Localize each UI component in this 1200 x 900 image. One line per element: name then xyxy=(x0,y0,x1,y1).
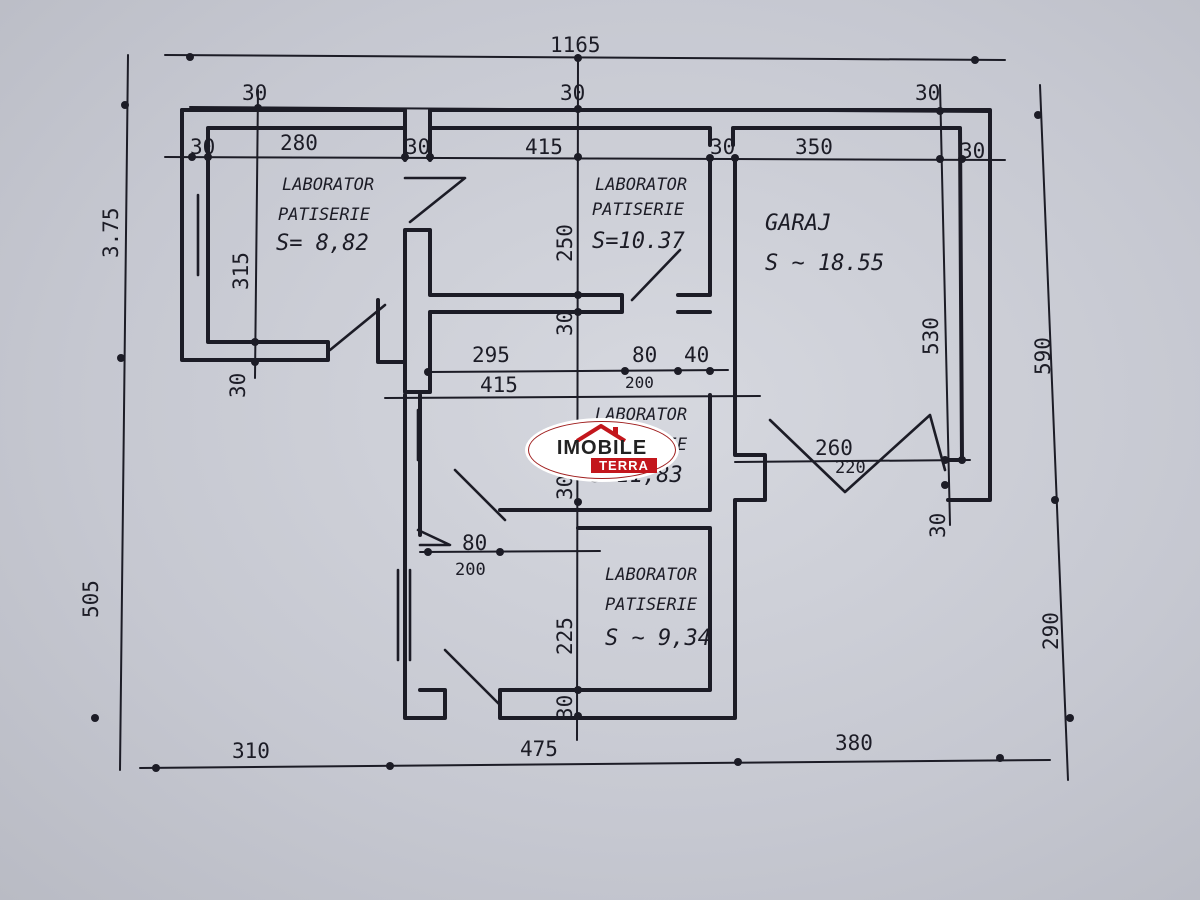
dim-bottom-mid: 475 xyxy=(520,737,558,761)
dim-small-80: 80 xyxy=(462,531,487,555)
room3-line1: LABORATOR xyxy=(595,405,687,425)
door-swings xyxy=(328,176,947,707)
house-roof-icon xyxy=(575,424,627,442)
dim-corridor-seg3: 40 xyxy=(684,343,709,367)
dim-corridor-total: 415 xyxy=(480,373,518,397)
dim-garage-wall-below: 30 xyxy=(926,513,950,538)
dimension-labels: 1165 3.75 505 590 290 310 475 380 30 30 … xyxy=(79,33,1063,763)
dim-lower-left-height: 505 xyxy=(79,580,103,618)
dim-overall-width: 1165 xyxy=(550,33,601,57)
dim-top-wall-left: 30 xyxy=(242,81,267,105)
dim-right-height: 590 xyxy=(1031,337,1055,375)
dim-wall-r1: 30 xyxy=(710,135,735,159)
room4-line2: PATISERIE xyxy=(605,595,698,615)
room2-line2: PATISERIE xyxy=(592,200,685,220)
dim-wall-r2: 30 xyxy=(960,139,985,163)
dim-corridor-seg2: 80 xyxy=(632,343,657,367)
room4-line1: LABORATOR xyxy=(605,565,697,585)
dim-room2-width: 415 xyxy=(525,135,563,159)
garage-area: S ~ 18.55 xyxy=(765,251,884,276)
dim-room4-height: 225 xyxy=(553,617,577,655)
dim-room2-height: 250 xyxy=(553,224,577,262)
dim-left-height: 3.75 xyxy=(99,207,123,258)
dim-room4-wall-below: 30 xyxy=(553,695,577,720)
dim-bottom-right: 380 xyxy=(835,731,873,755)
dim-lower-right-height: 290 xyxy=(1039,612,1063,650)
room1-area: S= 8,82 xyxy=(276,231,369,256)
room1-line2: PATISERIE xyxy=(278,205,371,225)
dim-garage-width: 350 xyxy=(795,135,833,159)
dim-corridor-sub: 200 xyxy=(625,373,654,392)
dim-wall-l2: 30 xyxy=(405,135,430,159)
dim-room2-wall-below: 30 xyxy=(553,311,577,336)
dim-room1-wall-below: 30 xyxy=(226,373,250,398)
room-labels: LABORATOR PATISERIE S= 8,82 LABORATOR PA… xyxy=(276,175,884,651)
room2-area: S=10.37 xyxy=(592,229,685,254)
dim-room1-width: 280 xyxy=(280,131,318,155)
room4-area: S ~ 9,34 xyxy=(605,626,711,651)
dim-garage-height: 530 xyxy=(919,317,943,355)
dim-corridor-seg1: 295 xyxy=(472,343,510,367)
room1-line1: LABORATOR xyxy=(282,175,374,195)
logo-brand: IMOBILE xyxy=(556,437,648,459)
logo-sub: TERRA xyxy=(591,458,657,473)
dim-wall-l1: 30 xyxy=(190,135,215,159)
dim-small-200: 200 xyxy=(455,560,486,580)
dim-garage-door-inner: 220 xyxy=(835,458,866,478)
walls xyxy=(180,108,992,720)
dim-top-wall-mid: 30 xyxy=(560,81,585,105)
dim-garage-door-outer: 260 xyxy=(815,436,853,460)
watermark-logo: IMOBILE TERRA xyxy=(528,421,676,479)
dim-room3-wall: 30 xyxy=(553,475,577,500)
dimension-lines xyxy=(91,53,1074,781)
dim-room1-height: 315 xyxy=(229,252,253,290)
room2-line1: LABORATOR xyxy=(595,175,687,195)
dim-bottom-left: 310 xyxy=(232,739,270,763)
garage-name: GARAJ xyxy=(765,211,831,236)
dim-top-wall-right: 30 xyxy=(915,81,940,105)
